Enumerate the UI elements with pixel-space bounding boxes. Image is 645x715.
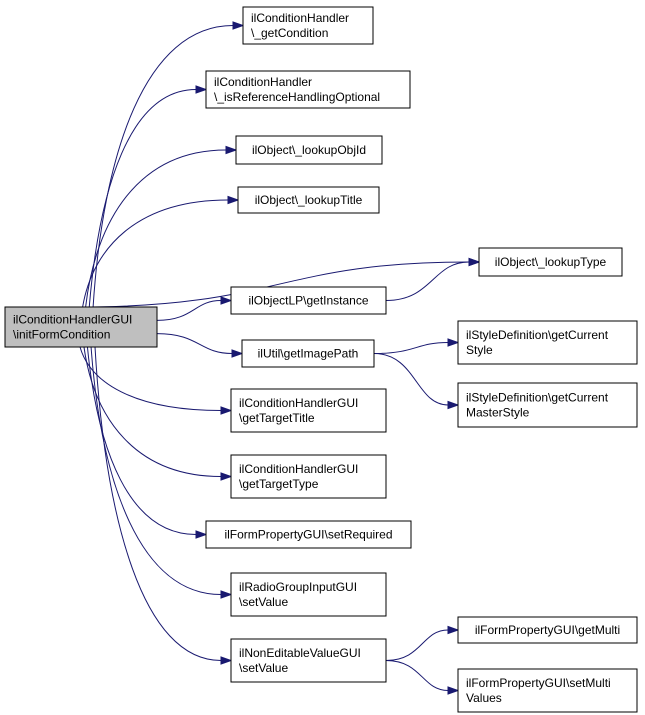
node-box (457, 668, 638, 713)
node-label-line-1: ilConditionHandler (251, 11, 349, 25)
node-nonEditSetValue[interactable]: ilNonEditableValueGUI\setValue (230, 638, 387, 683)
node-box (241, 339, 375, 368)
node-label-line-1: ilConditionHandlerGUI (239, 462, 358, 476)
node-label-line-1: ilNonEditableValueGUI (239, 646, 361, 660)
arrowhead-root-to-nonEditSetValue (220, 656, 233, 665)
node-box (205, 70, 411, 109)
arrowhead-root-to-setRequired (195, 530, 208, 539)
node-isRefOpt[interactable]: ilConditionHandler\_isReferenceHandlingO… (205, 70, 411, 109)
node-label-line-1: ilUtil\getImagePath (258, 347, 359, 361)
node-getCondition[interactable]: ilConditionHandler\_getCondition (242, 6, 374, 45)
node-label-line-1: ilConditionHandler (214, 75, 312, 89)
node-label-line-1: ilFormPropertyGUI\setRequired (224, 528, 392, 542)
node-box (457, 320, 638, 365)
node-box (478, 247, 623, 277)
node-lookupObjId[interactable]: ilObject\_lookupObjId (235, 135, 383, 165)
node-label-line-1: ilFormPropertyGUI\setMulti (466, 676, 611, 690)
node-label-line-2: \_isReferenceHandlingOptional (214, 90, 380, 104)
node-lpGetInstance[interactable]: ilObjectLP\getInstance (230, 286, 387, 315)
node-lookupType[interactable]: ilObject\_lookupType (478, 247, 623, 277)
node-label-line-2: \setValue (239, 661, 288, 675)
arrowhead-nonEditSetValue-to-getMulti (447, 625, 460, 635)
node-label-line-2: \getTargetType (239, 477, 319, 491)
node-label-line-2: \initFormCondition (13, 328, 110, 342)
arrowhead-root-to-radioSetValue (220, 590, 233, 599)
edge-getImagePath-to-getCurrentMasterStyle (373, 353, 449, 406)
node-getMulti[interactable]: ilFormPropertyGUI\getMulti (457, 616, 638, 644)
node-lookupTitle[interactable]: ilObject\_lookupTitle (237, 186, 380, 214)
edge-root-to-lookupTitle (82, 199, 229, 308)
node-box (235, 135, 383, 165)
node-box (4, 306, 158, 348)
node-label-line-1: ilStyleDefinition\getCurrent (466, 328, 609, 342)
node-label-line-1: ilStyleDefinition\getCurrent (466, 391, 609, 405)
arrowhead-root-to-getCondition (232, 21, 245, 30)
node-label-line-1: ilObject\_lookupType (495, 255, 607, 269)
node-label-line-1: ilConditionHandlerGUI (13, 313, 132, 327)
edge-root-to-getImagePath (156, 333, 233, 354)
node-label-line-1: ilRadioGroupInputGUI (239, 580, 357, 594)
node-root: ilConditionHandlerGUI\initFormCondition (4, 306, 158, 348)
arrowhead-root-to-lpGetInstance (220, 296, 233, 305)
node-label-line-2: \_getCondition (251, 26, 328, 40)
node-label-line-2: MasterStyle (466, 406, 530, 420)
node-label-line-2: Values (466, 691, 502, 705)
edge-lpGetInstance-to-lookupType (385, 261, 470, 301)
arrowhead-root-to-isRefOpt (195, 85, 208, 94)
node-label-line-1: ilObjectLP\getInstance (248, 294, 368, 308)
edge-root-to-lookupType (78, 261, 470, 308)
edge-root-to-nonEditSetValue (94, 346, 222, 661)
node-box (230, 388, 387, 433)
node-setRequired[interactable]: ilFormPropertyGUI\setRequired (205, 520, 412, 549)
edge-root-to-radioSetValue (90, 346, 222, 595)
arrowhead-root-to-lookupTitle (227, 195, 240, 205)
node-box (230, 638, 387, 683)
edge-root-to-setRequired (86, 346, 197, 535)
node-box (457, 382, 638, 428)
node-box (457, 616, 638, 644)
node-label-line-2: Style (466, 343, 493, 357)
edge-root-to-lpGetInstance (156, 300, 222, 321)
arrowhead-nonEditSetValue-to-setMultiValues (447, 686, 460, 695)
nodes: ilConditionHandlerGUI\initFormConditioni… (4, 6, 638, 713)
node-getTargetType[interactable]: ilConditionHandlerGUI\getTargetType (230, 454, 387, 499)
edge-getImagePath-to-getCurrentStyle (373, 342, 449, 354)
node-box (242, 6, 374, 45)
node-label-line-2: \getTargetTitle (239, 411, 315, 425)
node-radioSetValue[interactable]: ilRadioGroupInputGUI\setValue (230, 572, 387, 617)
node-label-line-2: \setValue (239, 595, 288, 609)
node-box (230, 454, 387, 499)
arrowhead-getImagePath-to-getCurrentMasterStyle (447, 400, 460, 410)
node-box (230, 286, 387, 315)
edge-root-to-getTargetTitle (79, 346, 222, 411)
node-label-line-1: ilFormPropertyGUI\getMulti (475, 623, 620, 637)
arrowhead-root-to-getTargetTitle (220, 406, 233, 415)
edge-root-to-getCondition (92, 25, 234, 308)
edge-root-to-lookupObjId (85, 149, 227, 308)
node-box (230, 572, 387, 617)
edges (78, 21, 481, 695)
arrowhead-lpGetInstance-to-lookupType (468, 257, 481, 267)
node-box (205, 520, 412, 549)
node-getTargetTitle[interactable]: ilConditionHandlerGUI\getTargetTitle (230, 388, 387, 433)
node-box (237, 186, 380, 214)
arrowhead-getImagePath-to-getCurrentStyle (447, 338, 460, 347)
edge-nonEditSetValue-to-setMultiValues (385, 660, 449, 691)
node-getImagePath[interactable]: ilUtil\getImagePath (241, 339, 375, 368)
arrowhead-root-to-getTargetType (220, 472, 233, 481)
node-label-line-1: ilObject\_lookupObjId (252, 143, 366, 157)
arrowhead-root-to-lookupObjId (225, 145, 238, 155)
edge-root-to-getTargetType (83, 346, 222, 477)
node-label-line-1: ilObject\_lookupTitle (255, 193, 363, 207)
edge-nonEditSetValue-to-getMulti (385, 629, 449, 661)
arrowhead-root-to-getImagePath (231, 349, 244, 358)
node-label-line-1: ilConditionHandlerGUI (239, 396, 358, 410)
edge-root-to-isRefOpt (88, 89, 197, 308)
